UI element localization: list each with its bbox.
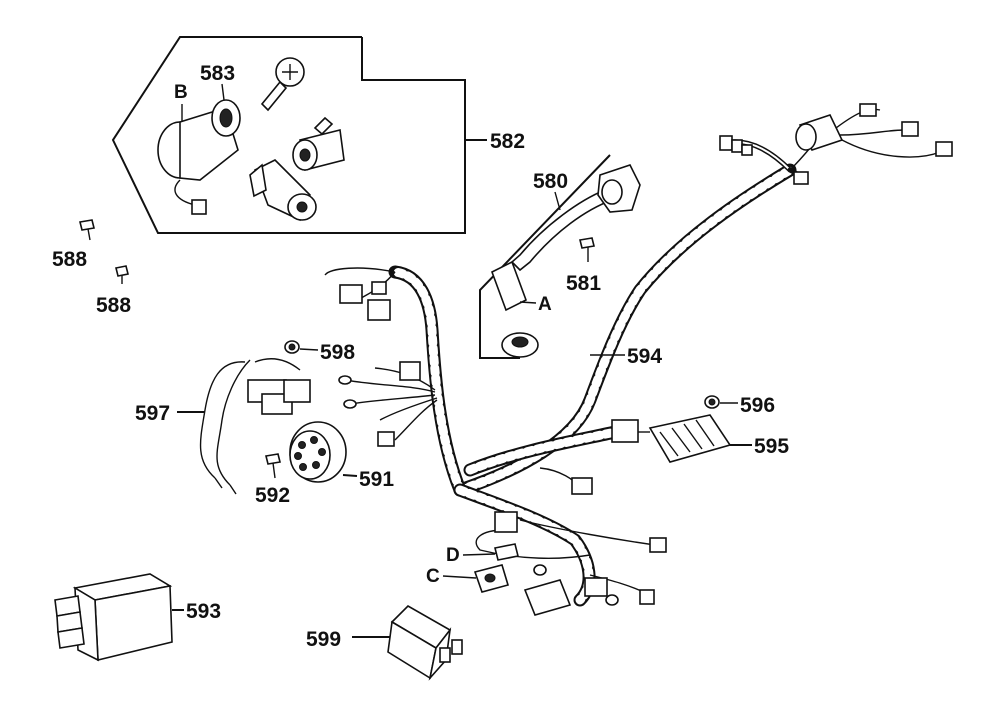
leader-583 xyxy=(221,83,225,101)
label-C: C xyxy=(426,566,440,587)
spark-plug-cap-group xyxy=(479,154,641,359)
nut-596 xyxy=(704,395,720,409)
ignition-switch-part xyxy=(157,99,241,215)
label-593: 593 xyxy=(186,600,221,623)
lock-set-group xyxy=(111,36,487,234)
label-A: A xyxy=(538,294,552,315)
regulator-part xyxy=(638,414,732,463)
label-595: 595 xyxy=(754,435,789,458)
condenser-part xyxy=(795,103,953,158)
relay-part xyxy=(387,605,463,681)
label-583: 583 xyxy=(200,62,235,85)
label-594: 594 xyxy=(627,345,662,368)
leader-598 xyxy=(299,348,319,351)
label-D: D xyxy=(446,545,460,566)
label-591: 591 xyxy=(359,468,394,491)
label-582: 582 xyxy=(490,130,525,153)
screw-592 xyxy=(265,453,281,479)
leader-591 xyxy=(342,474,358,477)
screw-588-top xyxy=(79,219,95,241)
horn-part xyxy=(289,421,347,483)
high-tension-lead xyxy=(510,189,614,272)
label-588-bottom: 588 xyxy=(96,294,131,317)
main-wire-harness xyxy=(324,103,953,616)
label-581: 581 xyxy=(566,272,601,295)
fuse-holder-part xyxy=(473,564,510,593)
helmet-lock-part xyxy=(249,159,317,222)
plug-cap xyxy=(491,260,527,312)
label-592: 592 xyxy=(255,484,290,507)
fuse-part xyxy=(494,543,519,561)
plug-cap-frame xyxy=(479,154,611,359)
lock-set-frame xyxy=(111,36,466,234)
nut-598 xyxy=(284,340,300,354)
label-597: 597 xyxy=(135,402,170,425)
label-588-top: 588 xyxy=(52,248,87,271)
label-580: 580 xyxy=(533,170,568,193)
label-596: 596 xyxy=(740,394,775,417)
cdi-unit-part xyxy=(54,573,173,662)
seat-lock-part xyxy=(292,116,345,171)
sub-harness-597 xyxy=(199,358,311,495)
screw-588-bottom xyxy=(115,265,129,284)
key-part xyxy=(260,57,305,112)
leader-C xyxy=(442,575,477,579)
label-599: 599 xyxy=(306,628,341,651)
leader-A xyxy=(519,301,537,304)
leader-580 xyxy=(554,191,561,211)
label-598: 598 xyxy=(320,341,355,364)
leader-D xyxy=(462,553,496,556)
screw-581 xyxy=(579,237,595,262)
label-B: B xyxy=(174,82,188,103)
